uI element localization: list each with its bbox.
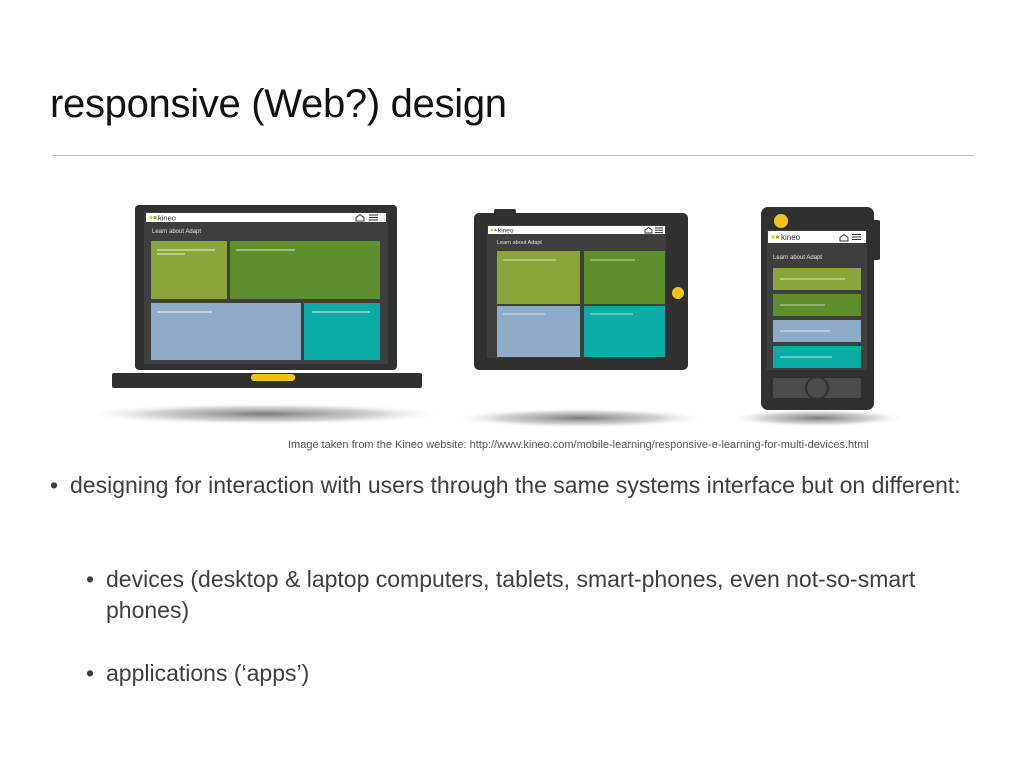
tablet-logo-dot-2 bbox=[494, 228, 497, 232]
laptop-browser-bar bbox=[146, 213, 386, 222]
phone-logo-dot-2 bbox=[775, 235, 780, 239]
laptop-tile-1 bbox=[151, 241, 227, 299]
phone-logo-dot-1 bbox=[771, 235, 775, 239]
tablet-tile-1 bbox=[497, 251, 580, 304]
laptop-heading: Learn about Adapt bbox=[152, 229, 201, 235]
laptop-home-icon bbox=[355, 213, 365, 222]
laptop-shadow bbox=[80, 403, 450, 425]
tablet-tile-2 bbox=[584, 251, 665, 304]
bullet-dot-icon: • bbox=[86, 660, 95, 686]
tablet-home-icon bbox=[644, 226, 653, 234]
bullet-item-3: • applications (‘apps’) bbox=[86, 658, 966, 689]
laptop-trackpad-accent bbox=[251, 374, 295, 381]
tablet-brand: kineo bbox=[498, 228, 514, 235]
laptop-device: kineo Learn about Adapt bbox=[112, 205, 422, 388]
phone-camera-accent bbox=[774, 214, 788, 228]
bullet-text-3: applications (‘apps’) bbox=[106, 660, 310, 686]
tablet-shadow bbox=[450, 408, 710, 428]
bullet-item-2: • devices (desktop & laptop computers, t… bbox=[86, 564, 966, 626]
bullet-text-1: designing for interaction with users thr… bbox=[70, 472, 961, 498]
slide-title: responsive (Web?) design bbox=[50, 82, 507, 126]
laptop-tile-2 bbox=[230, 241, 380, 299]
bullet-text-2: devices (desktop & laptop computers, tab… bbox=[106, 566, 916, 623]
phone-home-button bbox=[805, 376, 829, 400]
tablet-device: kineo Learn about Adapt bbox=[474, 209, 688, 370]
phone-shadow bbox=[728, 409, 908, 427]
image-caption: Image taken from the Kineo website: http… bbox=[288, 439, 869, 451]
phone-heading: Learn about Adapt bbox=[773, 255, 822, 261]
tablet-browser-bar bbox=[488, 226, 665, 234]
bullet-dot-icon: • bbox=[50, 472, 59, 498]
laptop-logo-dot-2 bbox=[153, 216, 157, 219]
phone-home-icon bbox=[839, 233, 849, 242]
phone-brand: kineo bbox=[781, 233, 801, 242]
tablet-home-button bbox=[672, 287, 684, 299]
tablet-menu-icon bbox=[655, 227, 663, 234]
phone-browser-bar bbox=[768, 231, 866, 243]
laptop-menu-icon bbox=[369, 214, 378, 221]
laptop-brand: kineo bbox=[158, 214, 176, 223]
phone-menu-icon bbox=[852, 233, 861, 241]
bullet-dot-icon: • bbox=[86, 566, 95, 592]
tablet-heading: Learn about Adapt bbox=[497, 240, 542, 246]
tablet-logo-dot-1 bbox=[490, 228, 494, 232]
laptop-logo-dot-1 bbox=[149, 216, 153, 219]
title-divider bbox=[52, 155, 974, 156]
bullet-item-1: • designing for interaction with users t… bbox=[50, 470, 980, 501]
responsive-devices-illustration: kineo Learn about Adapt kineo Learn abou… bbox=[80, 205, 908, 428]
phone-device: kineo Learn about Adapt bbox=[761, 207, 880, 410]
